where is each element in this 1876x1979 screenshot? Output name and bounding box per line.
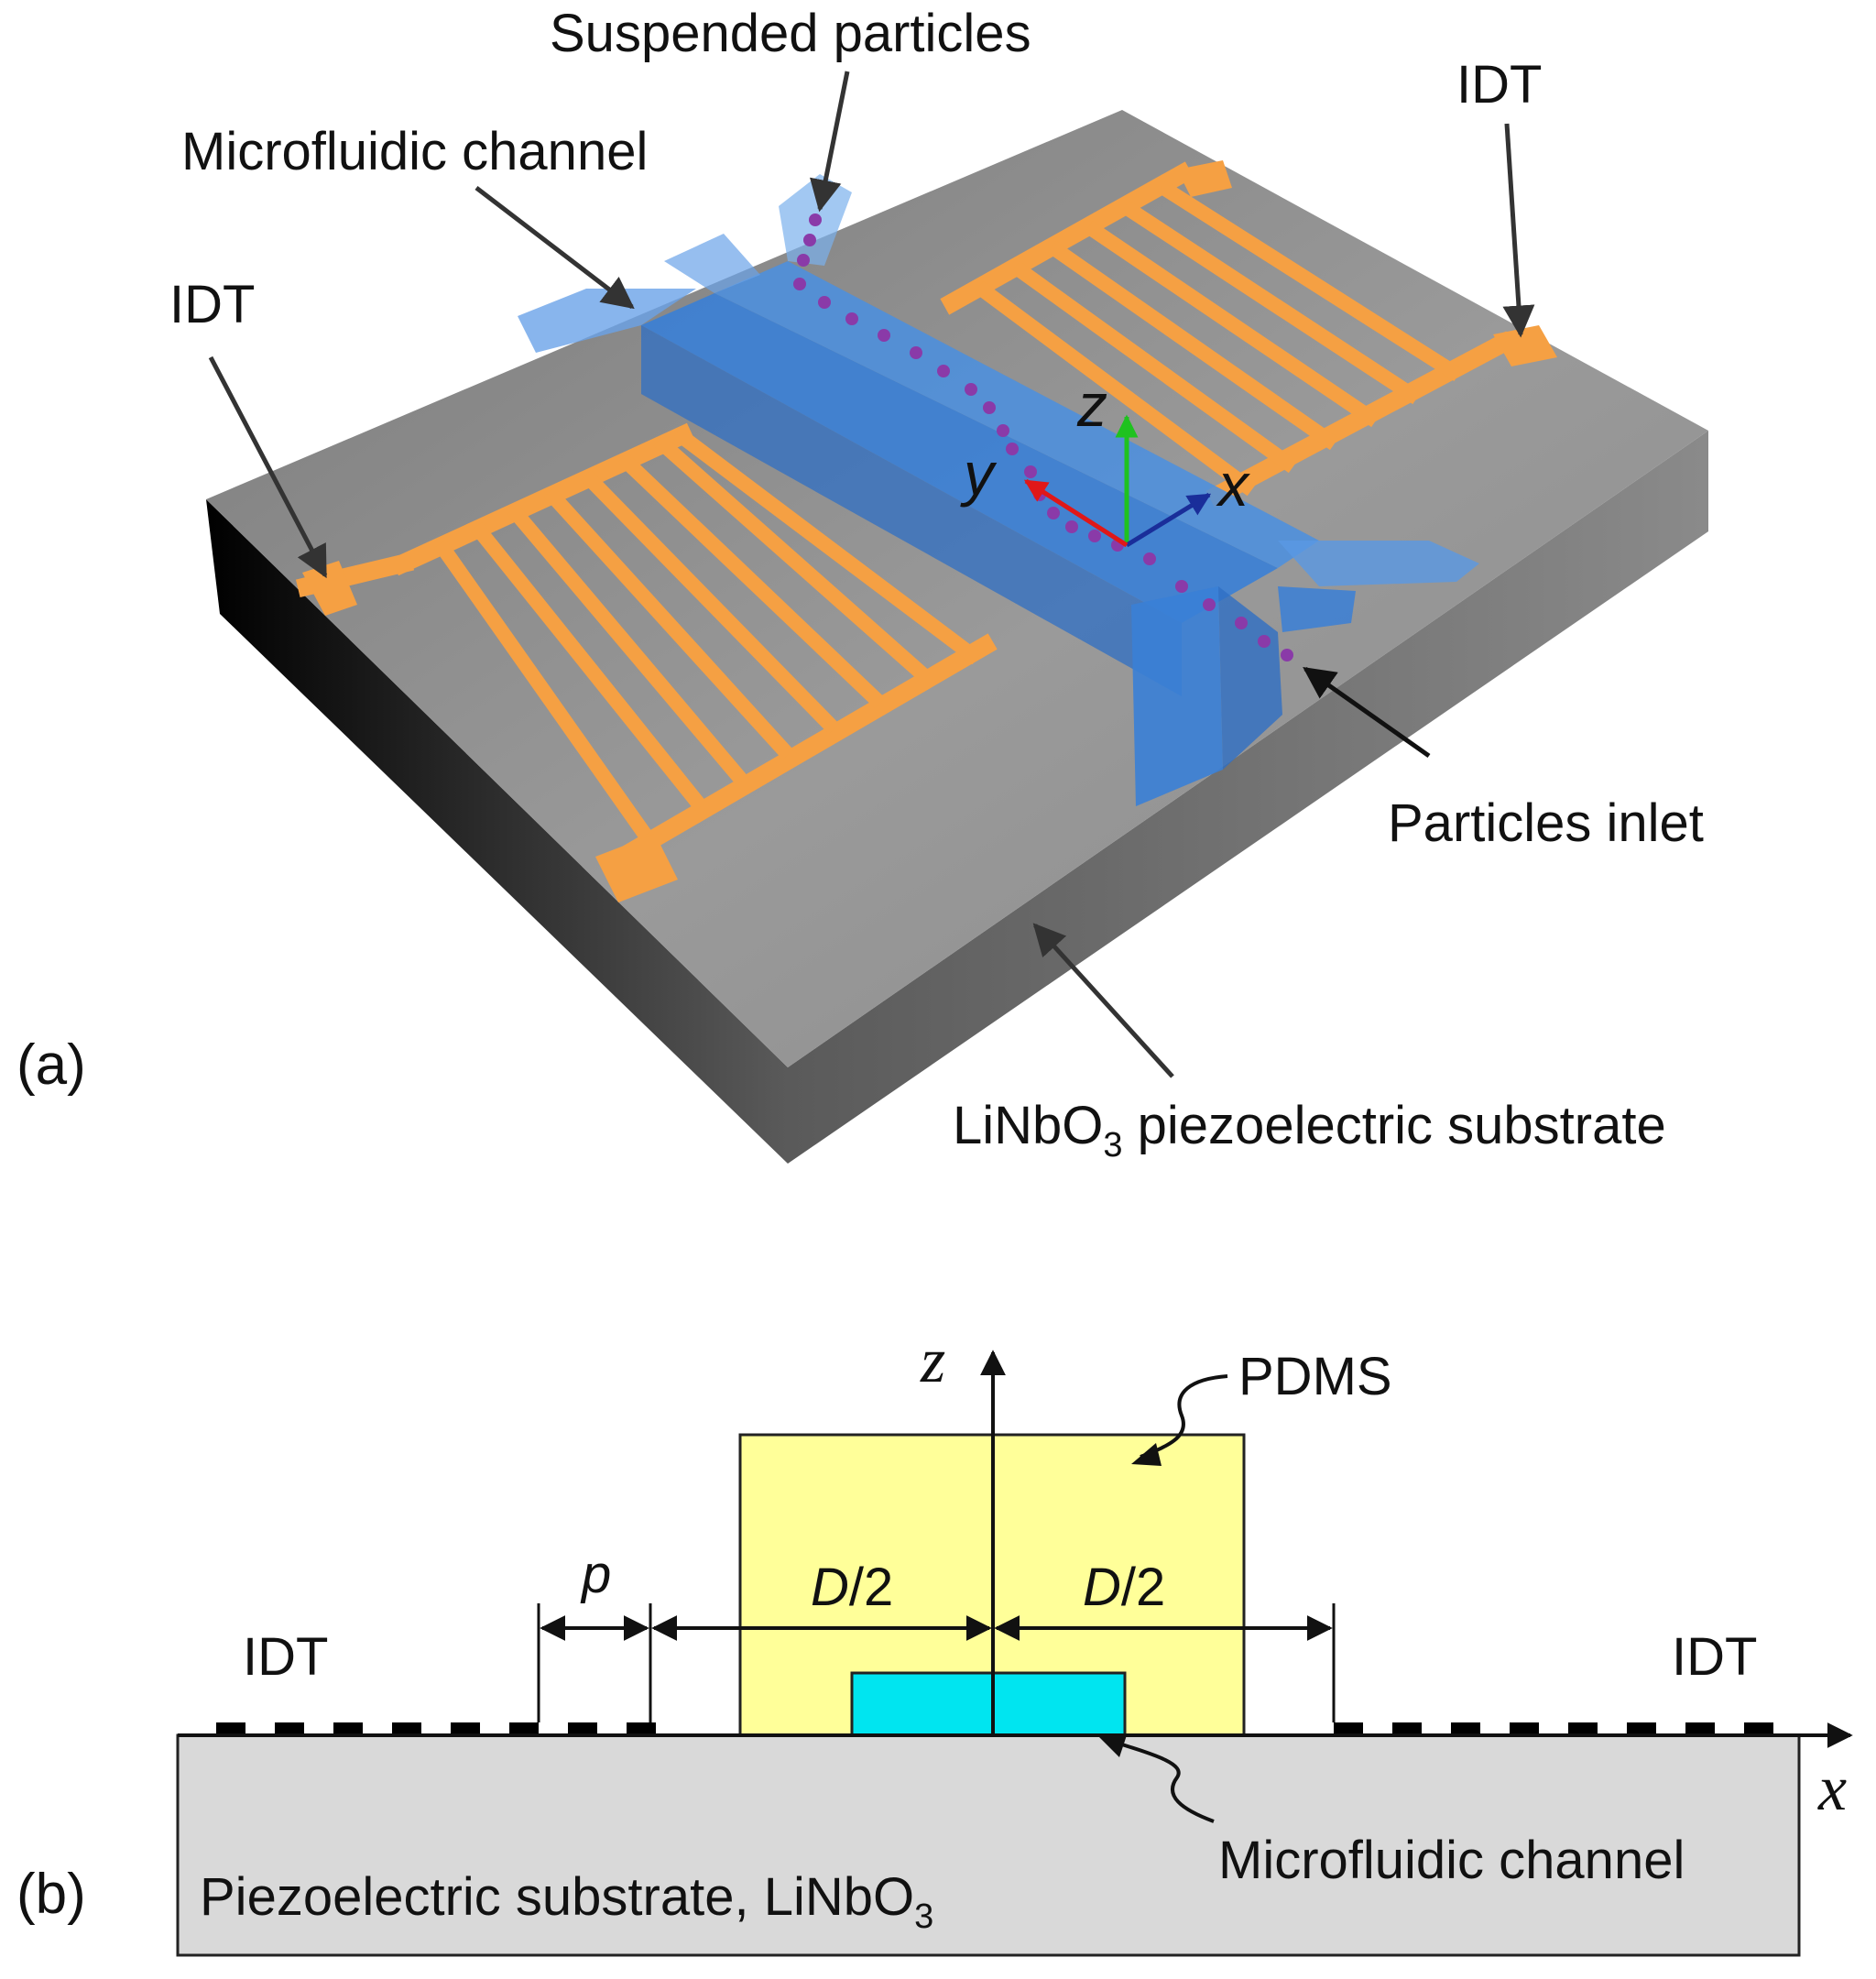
label-particles-inlet: Particles inlet <box>1388 793 1704 853</box>
axis-3d-z-label: z <box>1076 371 1107 439</box>
idt-right-electrodes-2d <box>1334 1722 1773 1735</box>
idt-left-electrodes-2d <box>216 1722 656 1735</box>
idt-left-pad-bottom <box>595 834 678 902</box>
label-idt-right-2d: IDT <box>1672 1627 1757 1687</box>
callout-arrow-substrate <box>1032 923 1174 1078</box>
label-d-half-right: D/2 <box>1083 1558 1165 1617</box>
panel-a: z y x Suspended particles Microfluidic c… <box>16 4 1708 1164</box>
axis-3d-y <box>1023 478 1129 548</box>
label-idt-left: IDT <box>169 275 255 334</box>
axis-3d-x-label: x <box>1216 451 1250 519</box>
axis-3d-y-label: y <box>960 440 998 508</box>
leader-channel <box>1109 1739 1215 1823</box>
label-idt-left-2d: IDT <box>243 1627 328 1687</box>
label-pdms: PDMS <box>1238 1347 1392 1406</box>
idt-right-electrode <box>940 161 1515 508</box>
label-suspended-particles: Suspended particles <box>550 4 1031 63</box>
substrate-front-side <box>788 431 1708 1164</box>
panel-b: z x PDMS p D/2 D/2 IDT IDT Microfluidic … <box>16 1326 1853 1957</box>
microfluidic-channel-2d <box>850 1671 1127 1737</box>
callout-arrow-particles-inlet <box>1303 666 1431 759</box>
axis-2d-z-label: z <box>920 1326 945 1396</box>
leader-pdms <box>1140 1374 1228 1459</box>
label-substrate-2d: Piezoelectric substrate, LiNbO3 <box>200 1867 933 1936</box>
idt-right-pad-top <box>1177 160 1232 197</box>
label-idt-right: IDT <box>1456 55 1542 115</box>
suspended-particles <box>793 213 1293 661</box>
callout-arrow-suspended-particles <box>810 71 850 213</box>
panel-label-b: (b) <box>16 1863 86 1926</box>
substrate-left-side <box>206 499 788 1164</box>
label-microfluidic-channel: Microfluidic channel <box>181 122 648 181</box>
axis-2d-x-label: x <box>1817 1754 1847 1824</box>
label-p: p <box>580 1545 611 1604</box>
callout-arrow-idt-right <box>1502 123 1535 338</box>
substrate-2d <box>176 1733 1801 1957</box>
axis-3d-x <box>1125 492 1212 548</box>
panel-label-a: (a) <box>16 1033 86 1097</box>
callout-arrow-idt-left <box>208 355 328 579</box>
label-substrate: LiNbO3 piezoelectric substrate <box>953 1096 1666 1164</box>
label-microfluidic-channel-2d: Microfluidic channel <box>1218 1831 1685 1890</box>
label-d-half-left: D/2 <box>811 1558 893 1617</box>
callout-arrow-microfluidic-channel <box>474 186 635 310</box>
